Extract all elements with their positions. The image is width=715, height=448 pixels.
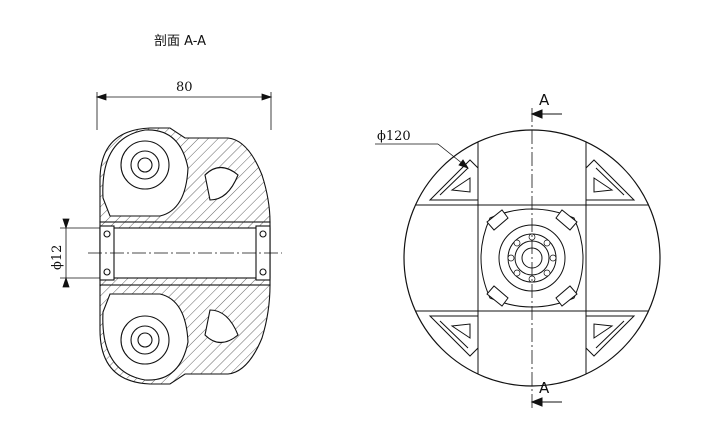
section-view xyxy=(88,127,282,385)
outer-diameter-label: ϕ120 xyxy=(377,129,411,144)
front-view xyxy=(403,108,661,408)
section-marker-top xyxy=(530,109,562,119)
width-dimension-label: 80 xyxy=(176,80,193,95)
width-dimension xyxy=(95,92,273,130)
section-marker-bottom-label: A xyxy=(539,379,550,397)
section-marker-top-label: A xyxy=(539,91,550,109)
shaft-diameter-dimension xyxy=(60,218,100,288)
outer-diameter-leader xyxy=(375,143,469,169)
shaft-diameter-label: ϕ12 xyxy=(50,245,65,270)
section-title: 剖面 A-A xyxy=(154,34,206,49)
section-marker-bottom xyxy=(530,397,562,407)
